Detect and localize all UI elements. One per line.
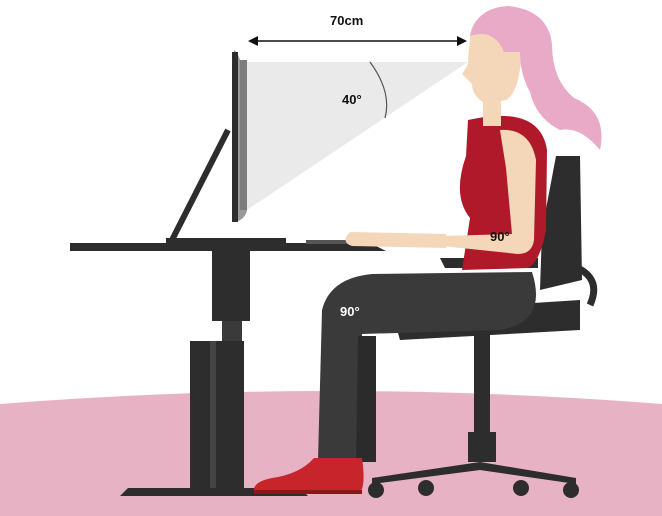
- distance-label: 70cm: [330, 13, 363, 28]
- knee-angle-label: 90°: [340, 304, 360, 319]
- viewing-angle-label: 40°: [342, 92, 362, 107]
- distance-arrow: [248, 36, 467, 46]
- viewing-cone: [247, 62, 468, 210]
- elbow-angle-label: 90°: [490, 229, 510, 244]
